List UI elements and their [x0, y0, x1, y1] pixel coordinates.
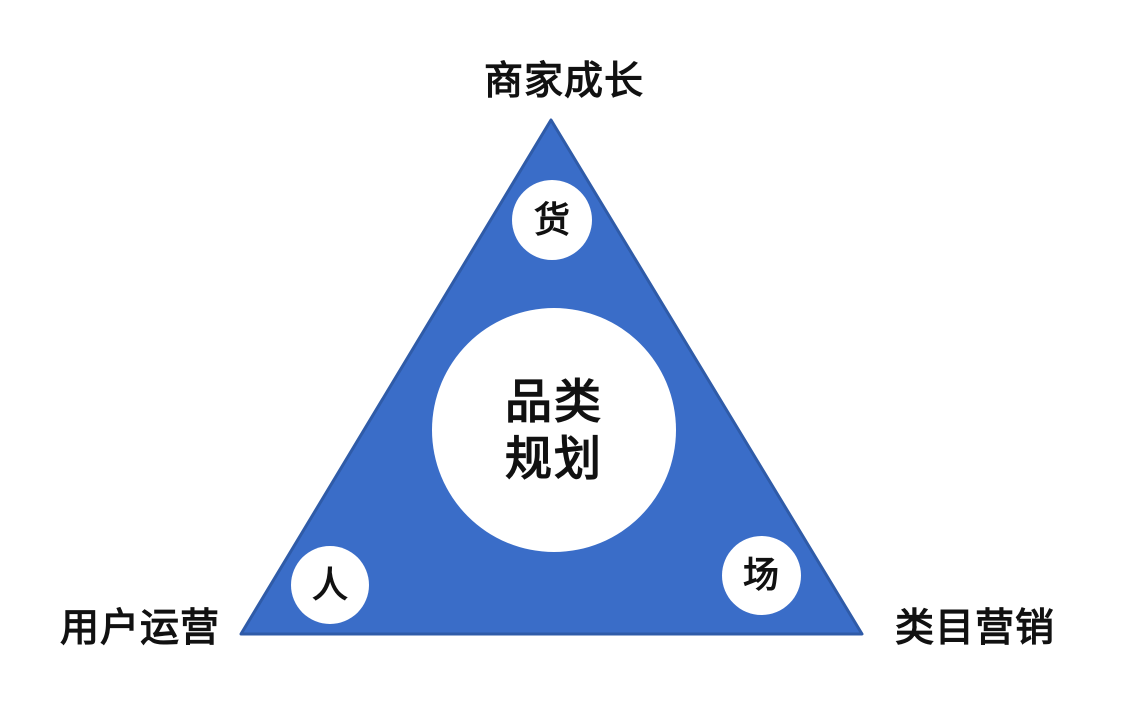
node-circle-chang: 场 [721, 535, 801, 615]
center-label-line1: 品类 [505, 374, 603, 428]
node-circle-center: 品类 规划 [432, 308, 676, 552]
center-label-line2: 规划 [505, 432, 603, 485]
node-circle-ren: 人 [291, 546, 369, 624]
node-label-ren: 人 [311, 564, 348, 605]
corner-label-bottom-right: 类目营销 [895, 607, 1056, 650]
corner-label-top: 商家成长 [483, 60, 644, 103]
node-label-chang: 场 [742, 554, 779, 595]
corner-label-bottom-left: 用户运营 [60, 607, 221, 650]
node-label-huo: 货 [533, 199, 570, 240]
node-circle-huo: 货 [512, 180, 592, 260]
